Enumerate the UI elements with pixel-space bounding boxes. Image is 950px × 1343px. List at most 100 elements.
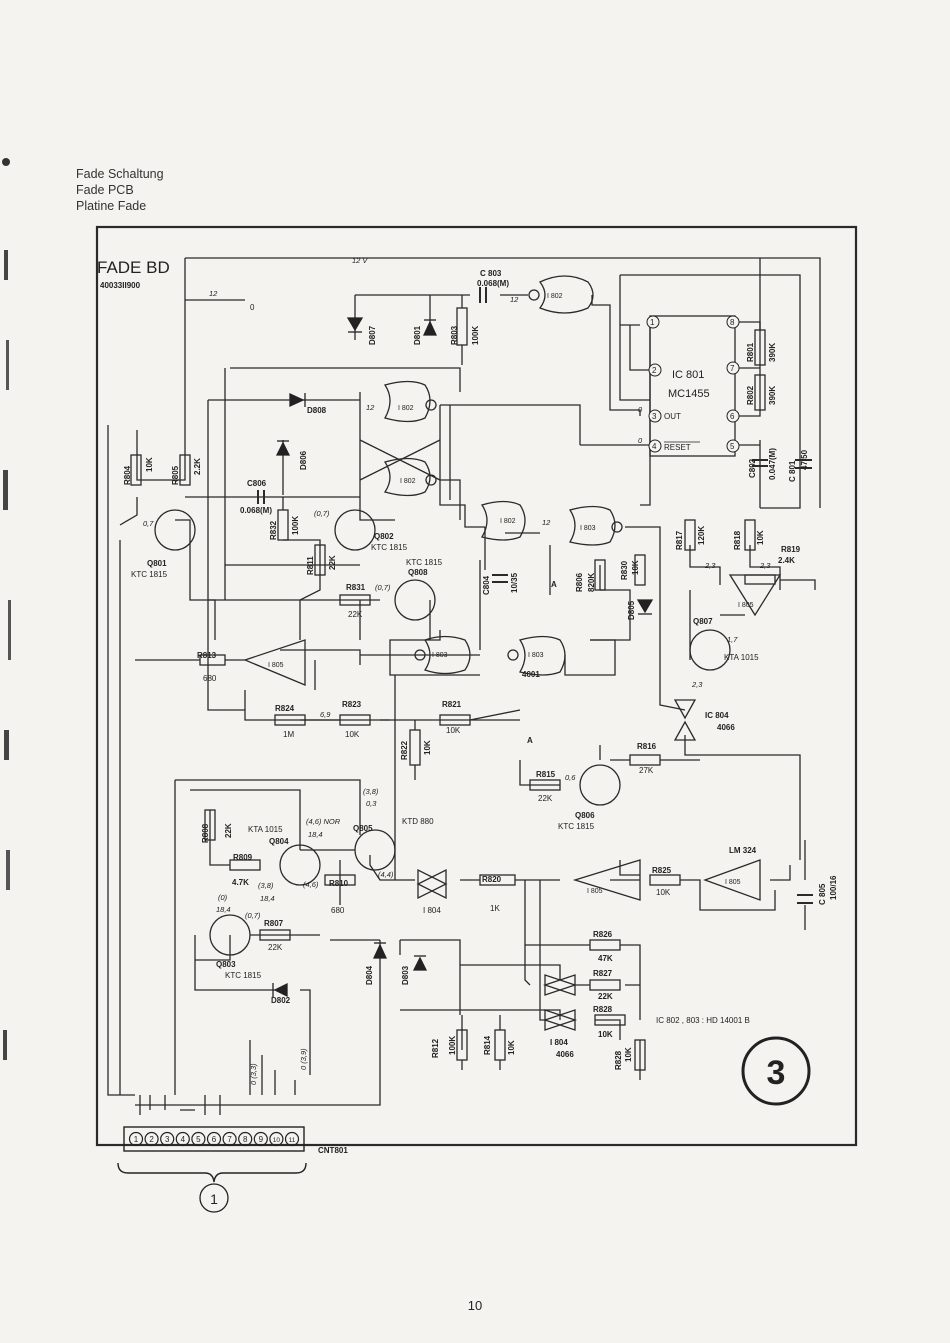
label-r828-top: R828 <box>593 1005 613 1014</box>
voltage-69: 6,9 <box>320 710 331 719</box>
label-r812: R812 <box>431 1038 440 1058</box>
ic801-block: 1 2 3 4 5 6 7 8 IC 801 MC1455 OUT RESET <box>646 315 740 457</box>
ic801-pin-2: 2 <box>652 366 657 375</box>
label-r822-value: 10K <box>423 740 432 755</box>
connector-pin-label: 9 <box>259 1135 264 1144</box>
label-r823: R823 <box>342 700 362 709</box>
label-q807: Q807 <box>693 617 713 626</box>
label-r805-value: 2.2K <box>193 458 202 475</box>
ic801-pin-5: 5 <box>730 442 735 451</box>
board-frame <box>95 225 858 1147</box>
label-i802-low: I 802 <box>400 478 416 485</box>
wires <box>107 257 821 1115</box>
label-nor: (4,6) NOR <box>306 817 341 826</box>
label-q806: Q806 <box>575 811 595 820</box>
label-q806-type: KTC 1815 <box>558 822 595 831</box>
label-q805: Q805 <box>353 824 373 833</box>
voltage-46: (4,6) <box>303 880 319 889</box>
label-q802-type: KTC 1815 <box>371 543 408 552</box>
label-ic804-type: 4066 <box>717 723 735 732</box>
voltage-184-b: 18,4 <box>260 894 275 903</box>
label-r801-value: 390K <box>768 343 777 362</box>
label-r811-value: 22K <box>328 555 337 570</box>
voltage-pin-39: 0 (3,9) <box>299 1048 308 1070</box>
connector-pin-label: 1 <box>134 1135 139 1144</box>
label-r813-value: 680 <box>203 674 217 683</box>
label-i802-top: I 802 <box>547 293 563 300</box>
label-i805-b: I 805 <box>268 662 284 669</box>
ic801-out-label: OUT <box>664 412 681 421</box>
connector-pin-10 <box>269 1131 284 1147</box>
diodes <box>272 317 654 998</box>
connector-pin-4 <box>175 1131 190 1147</box>
figure-caption: Fade Schaltung Fade PCB Platine Fade <box>76 166 164 214</box>
voltage-03: 0,3 <box>366 799 377 808</box>
connector-pin-5 <box>191 1131 206 1147</box>
label-r828-bottom-value: 10K <box>624 1047 633 1062</box>
connector-pin-6 <box>206 1131 222 1147</box>
capacitors <box>257 287 813 904</box>
label-r813: R813 <box>197 651 217 660</box>
label-q807-type: KTA 1015 <box>724 653 759 662</box>
label-r808: R808 <box>201 823 210 843</box>
label-c802: C802 <box>748 458 757 478</box>
ic801-pin-8: 8 <box>730 318 735 327</box>
board-part-number: 40033II900 <box>100 281 141 290</box>
voltage-annotations: 12 12 12 12 0 0 0 0,7 (0,7) (0,7) (0,7) … <box>143 289 771 1085</box>
voltage-23-b: 2,3 <box>759 561 771 570</box>
label-i804-a: I 804 <box>423 906 441 915</box>
voltage-pin-33: 0 (3,3) <box>249 1063 258 1085</box>
label-i803-a: I 803 <box>580 525 596 532</box>
voltage-23-a: 2,3 <box>704 561 716 570</box>
label-r812-value: 100K <box>448 1036 457 1055</box>
section-badge <box>741 1036 811 1106</box>
ic801-pin-7: 7 <box>730 364 735 373</box>
voltage-07-c: (0,7) <box>375 583 391 592</box>
connector-pin-1 <box>128 1131 144 1147</box>
supply-label: 12 V <box>352 256 368 265</box>
voltage-12-d: 12 <box>542 518 551 527</box>
gates-and-opamps <box>243 275 782 1031</box>
label-i802-mid: I 802 <box>398 405 414 412</box>
label-r815-value: 22K <box>538 794 553 803</box>
label-r823-value: 10K <box>345 730 360 739</box>
label-r820: R820 <box>482 875 502 884</box>
connector-pin-2 <box>144 1131 159 1147</box>
label-r802-value: 390K <box>768 386 777 405</box>
label-q802: Q802 <box>374 532 394 541</box>
voltage-12-a: 12 <box>209 289 218 298</box>
label-r830: R830 <box>620 560 629 580</box>
label-q803: Q803 <box>216 960 236 969</box>
voltage-12-c: 12 <box>366 403 375 412</box>
label-r820-value: 1K <box>490 904 500 913</box>
ic801-pin-6: 6 <box>730 412 735 421</box>
resistors <box>130 307 776 1071</box>
component-labels: C 803 0.068(M) I 802 D807 D801 R803 100K… <box>123 269 838 1070</box>
label-r805: R805 <box>171 465 180 485</box>
label-r814: R814 <box>483 1035 492 1055</box>
label-r803: R803 <box>450 325 459 345</box>
label-c801-value: 47/50 <box>800 449 809 470</box>
label-4001: 4001 <box>522 670 540 679</box>
caption-fr: Platine Fade <box>76 199 147 213</box>
label-i804-b: I 804 <box>550 1038 568 1047</box>
connector-pin-label: 6 <box>212 1135 217 1144</box>
ic801-reset-label: RESET <box>664 443 691 452</box>
label-r801: R801 <box>746 342 755 362</box>
ic801-pin-1: 1 <box>650 318 655 327</box>
connector-pin-label: 2 <box>149 1135 154 1144</box>
label-q808-type: KTC 1815 <box>406 558 443 567</box>
label-r821-value: 10K <box>446 726 461 735</box>
connector-pin-label: 5 <box>196 1135 201 1144</box>
label-r816: R816 <box>637 742 657 751</box>
label-c801: C 801 <box>788 460 797 482</box>
label-r828-bottom: R828 <box>614 1050 623 1070</box>
label-c806: C806 <box>247 479 267 488</box>
label-q803-type: KTC 1815 <box>225 971 262 980</box>
connector-pin-3 <box>160 1131 175 1147</box>
label-r815: R815 <box>536 770 556 779</box>
label-r819-value: 2.4K <box>778 556 795 565</box>
label-d807: D807 <box>368 325 377 345</box>
